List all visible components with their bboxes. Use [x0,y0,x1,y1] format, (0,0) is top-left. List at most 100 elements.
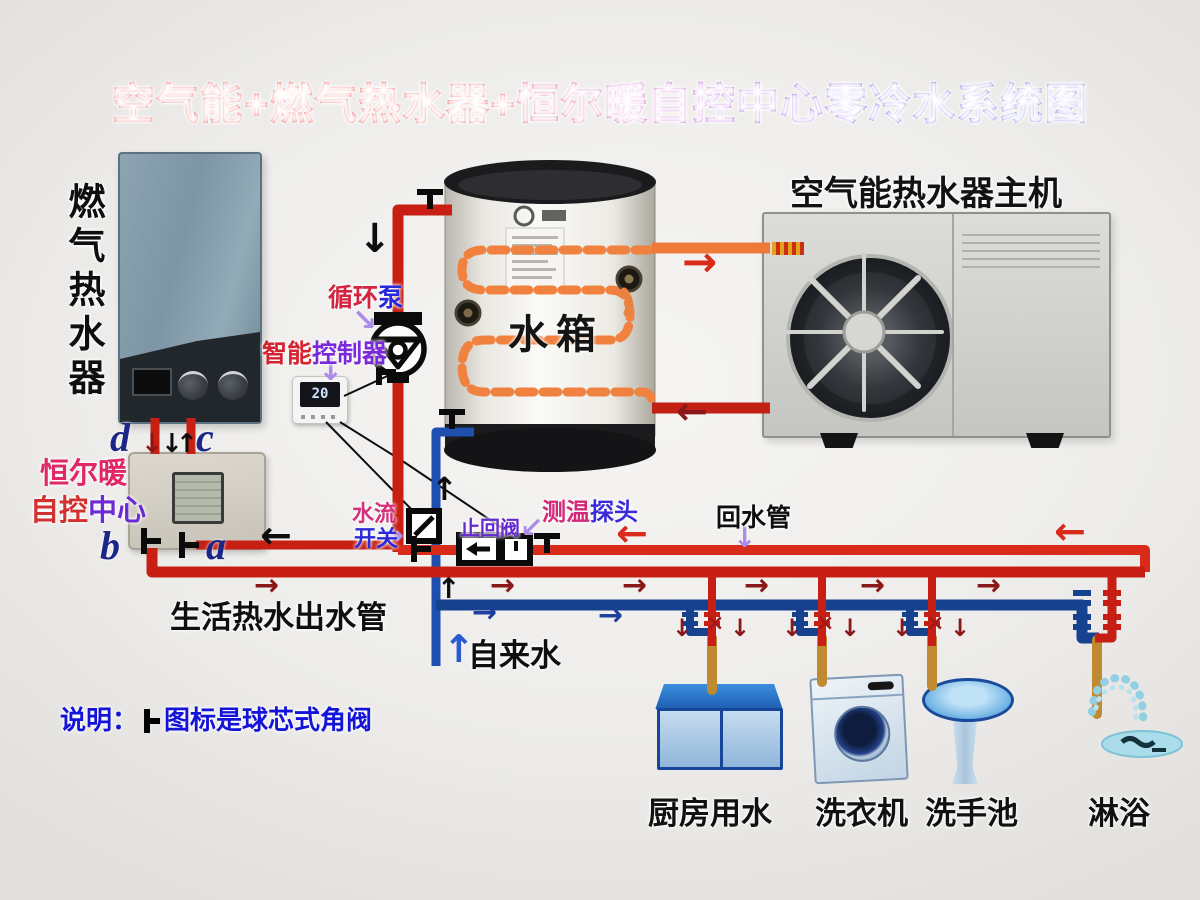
temp-probe-label-part2: 探头 [590,499,638,526]
return-pipe-label: 回水管 [716,504,792,532]
basin-pedestal [952,710,978,784]
temp-probe-label-part1: 测温 [542,499,590,526]
pipe-tap-riser [431,427,474,666]
water-flow-switch [406,508,442,544]
pointer-down-right-icon: ↘ [352,303,377,338]
check-valve-label: 止回阀 [460,518,520,540]
legend-note-text: 图标是球芯式角阀 [164,705,373,735]
page-title: 空气能+燃气热水器+恒尔暖自控中心零冷水系统图 [111,81,1089,129]
smart-controller-screen: 20 [300,382,340,407]
pump-label-part2: 泵 [378,284,404,312]
gas-heater-display [132,368,172,396]
arrow-down-icon: ↓ [141,429,163,459]
fixture-pipes [707,633,1102,719]
arrow-right-icon: → [976,568,1001,603]
tank-sticker [505,205,566,293]
port-letter-d: d [110,415,130,460]
legend-note: 说明： 图标是球芯式角阀 [60,700,372,737]
heat-pump-foot-right [1026,433,1064,448]
tank-label: 水箱 [508,313,604,357]
tap-water-label: 自来水 [468,638,561,673]
check-valve-symbol [456,532,502,566]
flow-switch-label-line1: 水流 [352,501,397,526]
control-center-label-line2: 自控中心 [30,487,146,529]
arrow-down-icon: ↓ [672,614,692,642]
pipe-tank-to-pump [392,204,452,552]
arrow-right-icon: → [472,595,497,630]
kitchen-sink-cabinet [655,684,783,770]
pointer-down-left-icon: ↙ [520,511,543,544]
legend-note-prefix: 说明： [60,705,139,735]
kitchen-sink-top [655,684,783,710]
hot-out-pipe-label: 生活热水出水管 [170,600,387,635]
arrow-up-icon: ↑ [176,429,198,459]
smart-controller-label: 智能控制器 [262,334,387,370]
kitchen-cabinet-doors [657,708,783,770]
hot-fittings [704,590,1121,630]
flow-switch-label-line2: 开关 [354,526,399,551]
arrow-right-icon: → [254,568,279,603]
pipe-cold-main [436,599,1099,644]
arrow-right-icon: → [860,568,885,603]
cross-icon: × [926,611,944,636]
arrow-right-icon: → [682,237,717,286]
shower-spray [1088,673,1183,758]
arrow-down-icon: ↓ [840,614,860,642]
arrow-right-icon: → [622,568,647,603]
fixture-label-shower: 淋浴 [1088,796,1150,831]
port-letter-c: c [196,415,214,460]
heat-pump-label: 空气能热水器主机 [790,175,1062,213]
heat-pump-foot-left [820,433,858,448]
pointer-down-icon: ↓ [733,521,756,554]
gas-heater-knob-left [178,371,208,400]
control-center-label-line2a: 自控 [30,495,89,527]
arrow-up-icon: ↑ [437,572,460,605]
control-center-label-line2b: 中心 [88,495,147,527]
cold-fittings [682,590,1091,630]
arrow-down-icon: ↓ [950,614,970,642]
pipe-return-main [398,545,1150,572]
heat-pump-panel-divider [952,214,954,436]
fixture-label-kitchen: 厨房用水 [648,796,772,831]
smart-controller-unit: 20 [292,376,348,424]
warning-sticker [772,242,804,255]
arrow-down-icon: ↓ [892,614,912,642]
cross-icon: × [706,611,724,636]
arrow-up-icon: ↑ [443,627,475,671]
fixture-label-washer: 洗衣机 [815,796,908,831]
fan-guard [784,252,944,412]
arrow-down-icon: ↓ [161,429,183,459]
pipe-hot-supply-main [146,548,1145,578]
arrow-right-icon: → [490,568,515,603]
heat-pump-vents [962,234,1100,272]
basin-bowl [922,678,1014,722]
pump-label: 循环泵 [328,278,403,314]
cross-icon: × [816,611,834,636]
smart-controller-buttons [301,415,339,419]
water-tank [444,160,657,472]
arrow-left-icon: ← [260,513,292,557]
gas-heater-knob-right [218,371,248,400]
tank-coil [457,245,657,409]
arrow-right-icon: → [598,598,623,633]
angle-valve-icon [142,709,161,733]
temp-probe-label: 测温探头 [542,492,638,527]
wash-basin [922,678,1014,786]
smart-controller-label-part2: 控制器 [312,340,388,368]
temperature-probe-symbol [499,533,533,566]
port-letter-b: b [100,523,120,568]
arrow-down-icon: ↓ [358,216,392,262]
port-letter-a: a [206,523,226,568]
gas-heater-label: 燃气热水器 [63,182,104,402]
arrow-up-icon: ↑ [431,470,458,508]
pointer-right-icon: → [382,521,404,551]
control-center-lcd [172,472,224,524]
control-center-unit [128,452,266,550]
arrow-left-icon: ← [616,511,648,555]
fixture-label-basin: 洗手池 [925,796,1018,831]
pump-label-part1: 循环 [328,284,379,312]
flow-arrows: ↓ ← ↑ ↑ ↓ ↓ ↑ → ← ← ← → → → → → → → → ↑ … [141,216,1086,671]
pointer-down-icon: ↓ [318,353,343,388]
